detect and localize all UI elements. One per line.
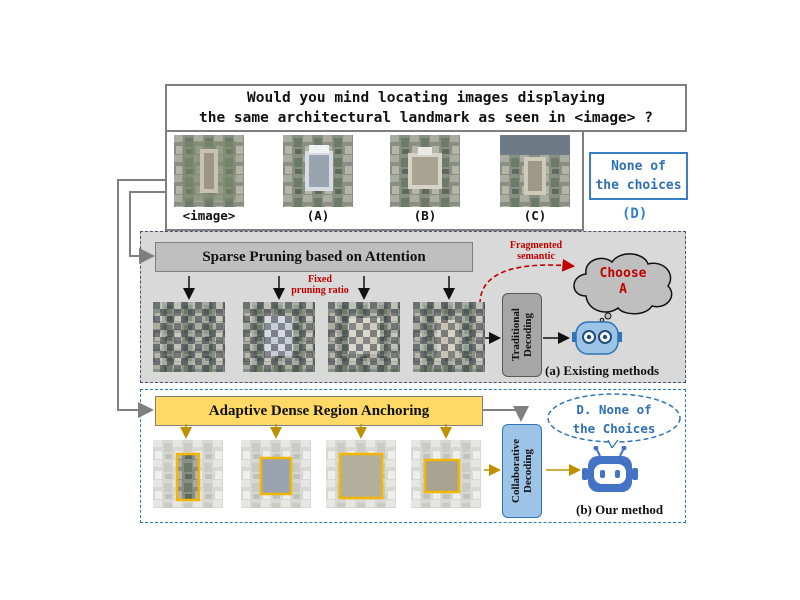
- choose-line-1: Choose: [599, 266, 647, 281]
- choice-label-image: <image>: [182, 208, 236, 223]
- pruned-image-1: [153, 302, 225, 372]
- fragmented-arrow: [479, 258, 576, 305]
- fragmented-line-2: semantic: [517, 251, 555, 262]
- choice-b-image: [390, 135, 460, 207]
- connector-to-ours: [117, 179, 165, 418]
- anchored-region-1: [153, 440, 223, 508]
- fixed-line-2: pruning ratio: [291, 285, 349, 296]
- collaborative-decoding-box: Collaborative Decoding: [502, 424, 542, 518]
- pruned-image-2: [243, 302, 315, 372]
- anchored-region-3: [326, 440, 396, 508]
- fixed-pruning-ratio-note: Fixed pruning ratio: [280, 274, 360, 296]
- bubble-answer-text: D. None of the Choices: [560, 400, 668, 438]
- robot-ours-icon: [582, 446, 638, 492]
- anchored-region-2: [241, 440, 311, 508]
- none-line-1: None of: [611, 159, 666, 174]
- pruned-image-3: [328, 302, 400, 372]
- question-line-1: Would you mind locating images displayin…: [247, 90, 605, 106]
- none-of-choices-box: None of the choices: [589, 152, 688, 200]
- choice-label-d: (D): [622, 206, 648, 222]
- none-line-2: the choices: [595, 178, 682, 193]
- choose-line-2: A: [619, 282, 627, 297]
- choice-label-c: (C): [523, 208, 547, 223]
- existing-methods-caption: (a) Existing methods: [545, 363, 660, 378]
- choose-a-text: Choose A: [588, 266, 658, 298]
- traditional-decoding-box: Traditional Decoding: [502, 293, 542, 377]
- choice-c-image: [500, 135, 570, 207]
- question-box: Would you mind locating images displayin…: [165, 84, 687, 132]
- choice-label-a: (A): [306, 208, 330, 223]
- pruned-image-4: [413, 302, 485, 372]
- connector-adaptive-to-collab: [481, 406, 529, 422]
- bubble-line-1: D. None of: [576, 402, 652, 417]
- bubble-line-2: the Choices: [572, 421, 656, 436]
- fixed-line-1: Fixed: [308, 274, 332, 285]
- sparse-pruning-box: Sparse Pruning based on Attention: [155, 242, 473, 272]
- choice-a-image: [283, 135, 353, 207]
- fragmented-semantic-note: Fragmented semantic: [496, 240, 576, 262]
- anchored-region-4: [411, 440, 481, 508]
- thought-cloud: [573, 253, 673, 322]
- adaptive-anchoring-box: Adaptive Dense Region Anchoring: [155, 396, 483, 426]
- question-line-2: the same architectural landmark as seen …: [199, 110, 653, 126]
- robot-existing-icon: [572, 321, 622, 355]
- connector-to-existing: [129, 191, 165, 264]
- reference-image: [174, 135, 244, 207]
- speech-bubble: [547, 393, 681, 448]
- fragmented-line-1: Fragmented: [509, 240, 563, 251]
- our-method-caption: (b) Our method: [576, 502, 664, 517]
- choice-label-b: (B): [413, 208, 437, 223]
- collaborative-decoding-label: Collaborative Decoding: [510, 438, 534, 504]
